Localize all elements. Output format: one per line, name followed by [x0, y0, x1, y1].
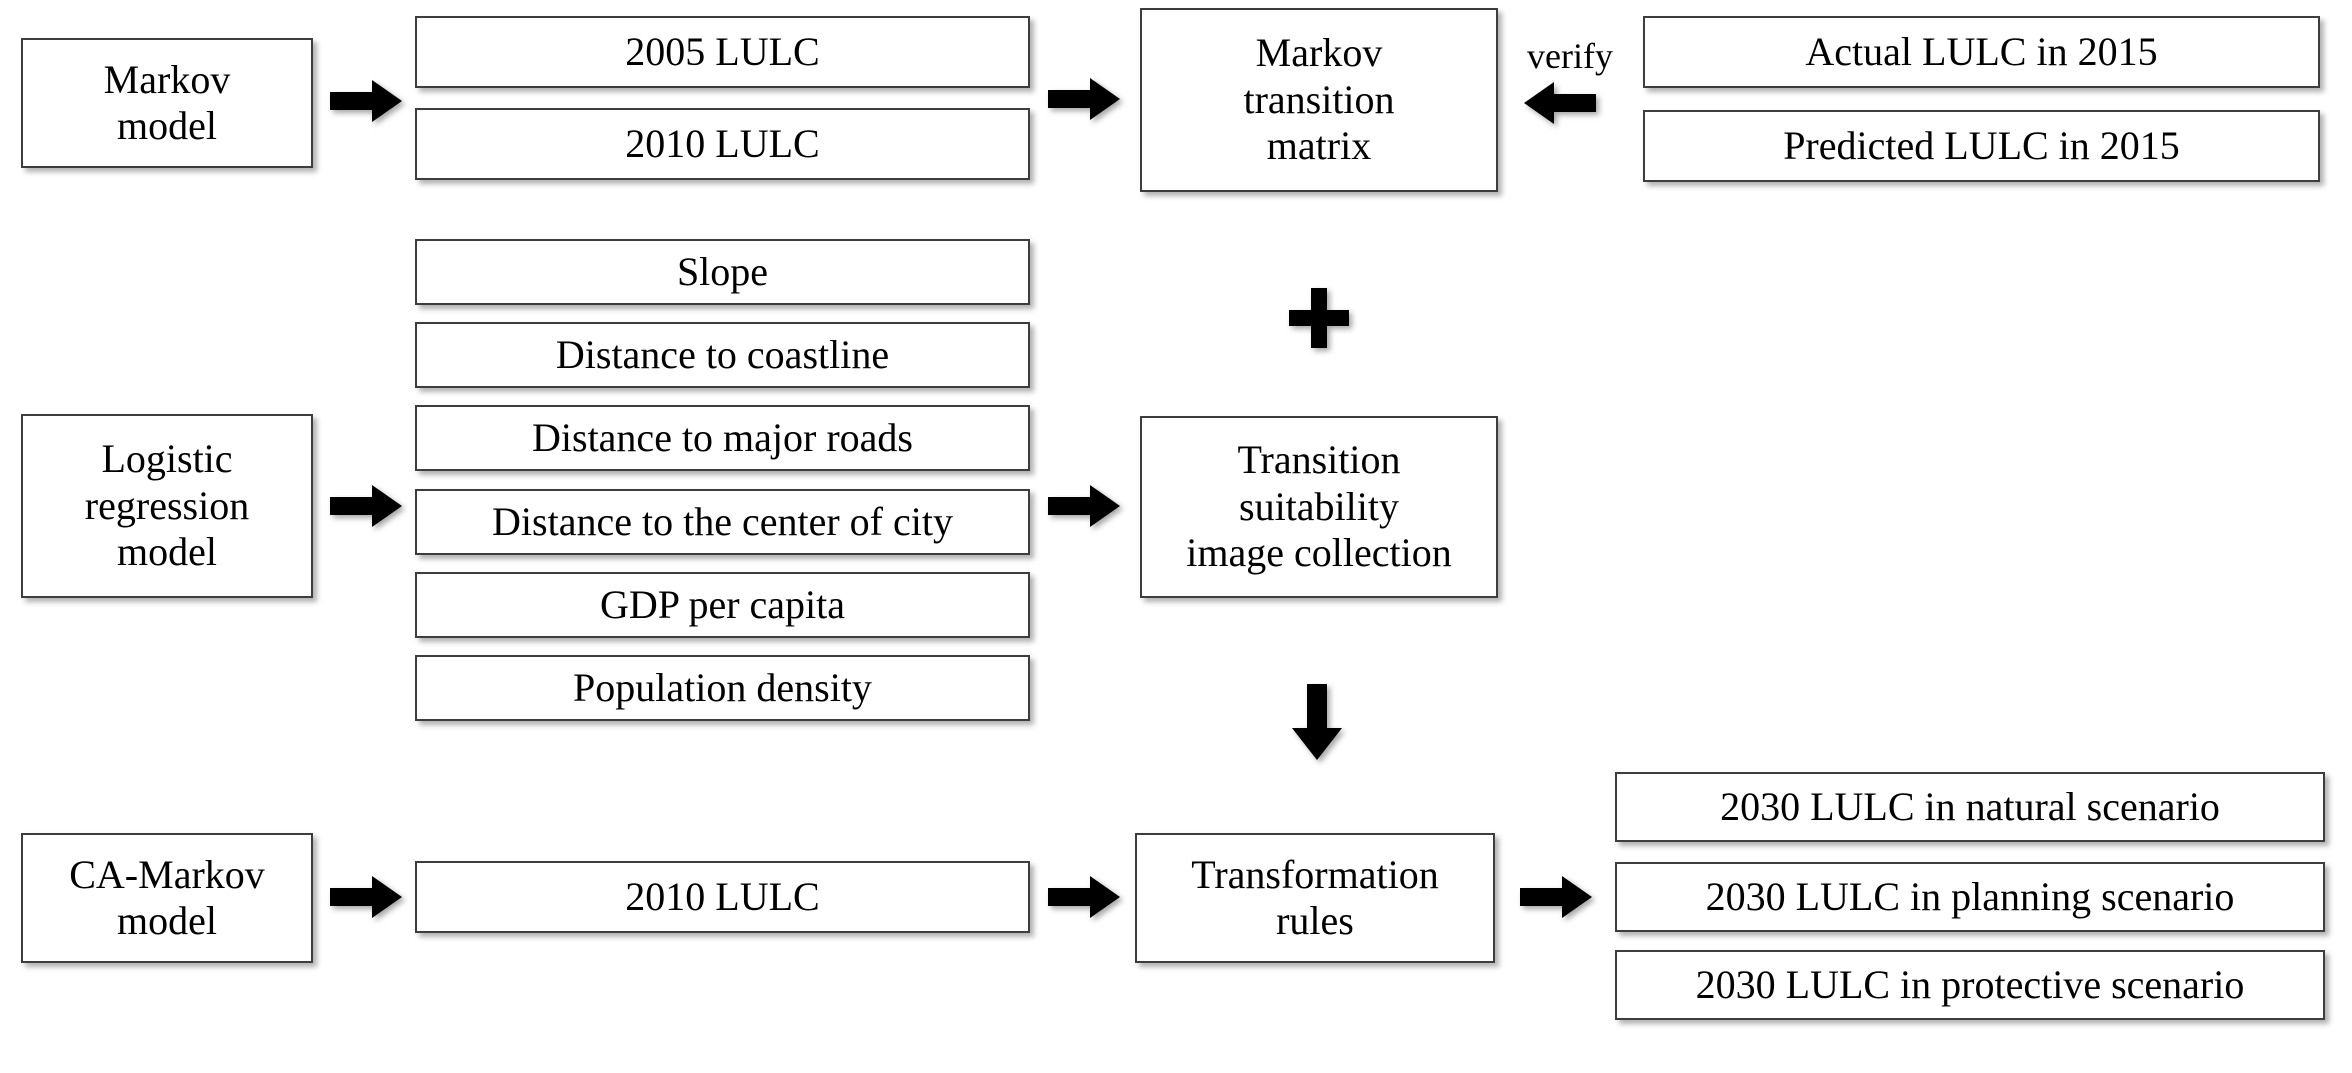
lulc-2030-natural-label: 2030 LULC in natural scenario: [1720, 783, 2220, 829]
actual-lulc-2015-box[interactable]: Actual LULC in 2015: [1643, 16, 2320, 88]
lulc-2010-label: 2010 LULC: [625, 120, 820, 166]
slope-box[interactable]: Slope: [415, 239, 1030, 305]
predicted-lulc-2015-box[interactable]: Predicted LULC in 2015: [1643, 110, 2320, 182]
arrow-right-icon-markov-to-inputs: [330, 78, 402, 124]
distance-to-coastline-label: Distance to coastline: [555, 331, 890, 377]
lulc-2010-box[interactable]: 2010 LULC: [415, 108, 1030, 180]
lulc-2030-planning-box[interactable]: 2030 LULC in planning scenario: [1615, 862, 2325, 932]
lulc-2030-protective-label: 2030 LULC in protective scenario: [1695, 961, 2245, 1007]
arrow-right-icon-logistic-to-factors: [330, 483, 402, 529]
gdp-per-capita-box[interactable]: GDP per capita: [415, 572, 1030, 638]
arrow-left-icon-verification: [1524, 80, 1596, 126]
actual-lulc-2015-label: Actual LULC in 2015: [1805, 28, 2158, 74]
gdp-per-capita-label: GDP per capita: [599, 581, 846, 627]
distance-to-center-of-city-label: Distance to the center of city: [492, 498, 953, 544]
lulc-2005-label: 2005 LULC: [625, 28, 820, 74]
lulc-2005-box[interactable]: 2005 LULC: [415, 16, 1030, 88]
arrow-right-icon-camarkov-to-lulc2010: [330, 874, 402, 920]
lulc-2010-bottom-box[interactable]: 2010 LULC: [415, 861, 1030, 933]
plus-icon-combine: [1289, 288, 1349, 348]
distance-to-major-roads-box[interactable]: Distance to major roads: [415, 405, 1030, 471]
lulc-2010-bottom-label: 2010 LULC: [625, 873, 820, 919]
distance-to-center-of-city-box[interactable]: Distance to the center of city: [415, 489, 1030, 555]
distance-to-major-roads-label: Distance to major roads: [532, 414, 913, 460]
verify-label: verify: [1527, 36, 1613, 76]
arrow-down-icon-suitability-to-rules: [1292, 684, 1342, 760]
arrow-right-icon-factors-to-suitability: [1048, 483, 1120, 529]
population-density-label: Population density: [573, 664, 872, 710]
arrow-right-icon-inputs-to-matrix: [1048, 76, 1120, 122]
arrow-right-icon-rules-to-scenarios: [1520, 874, 1592, 920]
slope-label: Slope: [676, 248, 769, 294]
lulc-2030-planning-label: 2030 LULC in planning scenario: [1705, 873, 2235, 919]
lulc-2030-protective-box[interactable]: 2030 LULC in protective scenario: [1615, 950, 2325, 1020]
population-density-box[interactable]: Population density: [415, 655, 1030, 721]
lulc-2030-natural-box[interactable]: 2030 LULC in natural scenario: [1615, 772, 2325, 842]
distance-to-coastline-box[interactable]: Distance to coastline: [415, 322, 1030, 388]
predicted-lulc-2015-label: Predicted LULC in 2015: [1783, 122, 2180, 168]
arrow-right-icon-lulc2010-to-rules: [1048, 874, 1120, 920]
